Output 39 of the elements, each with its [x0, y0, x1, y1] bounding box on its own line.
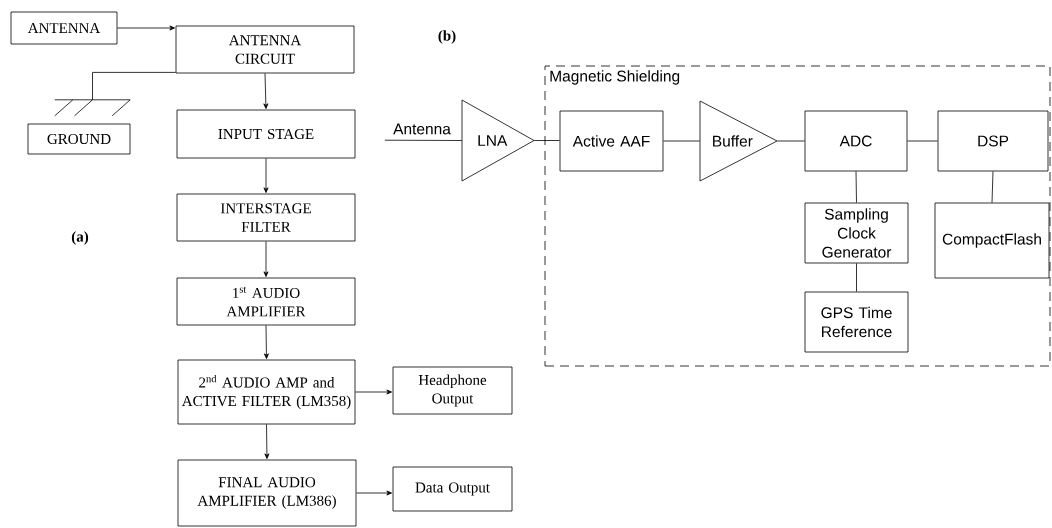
- connector-line: [855, 171, 857, 203]
- process-box: Sampling Clock Generator: [804, 202, 909, 264]
- process-box: 1$^{st}$ AUDIO AMPLIFIER: [176, 277, 356, 326]
- panel-label: (a): [71, 231, 89, 245]
- process-box: INTERSTAGE FILTER: [176, 193, 356, 242]
- process-box: ANTENNA CIRCUIT: [175, 25, 355, 74]
- process-box: GROUND: [27, 123, 131, 155]
- arrow: [264, 424, 270, 459]
- arrow: [355, 389, 392, 395]
- connector-line: [92, 72, 176, 101]
- arrow: [117, 25, 175, 31]
- connector-line: [991, 171, 994, 203]
- arrow: [263, 325, 269, 359]
- arrow: [263, 73, 269, 109]
- panel-label: (b): [438, 30, 456, 44]
- output-box: Headphone Output: [392, 366, 513, 415]
- process-box: 2$^{nd}$ AUDIO AMP and ACTIVE FILTER (LM358): [177, 359, 356, 425]
- arrow: [263, 241, 269, 277]
- connector-line: [533, 140, 560, 141]
- process-box: CompactFlash: [934, 202, 1050, 279]
- connector-line: [856, 263, 857, 292]
- connector-line: [776, 140, 805, 142]
- arrow: [263, 158, 269, 193]
- process-box: GPS Time Reference: [804, 291, 909, 353]
- arrow: [356, 490, 392, 496]
- process-box: ADC: [804, 110, 908, 172]
- process-box: ANTENNA: [10, 11, 118, 45]
- process-box: FINAL AUDIO AMPLIFIER (LM386): [177, 459, 357, 527]
- process-box: INPUT STAGE: [176, 109, 356, 159]
- input-label: Antenna: [393, 123, 451, 135]
- amplifier-triangle: LNA: [461, 99, 535, 182]
- process-box: Active AAF: [559, 110, 664, 172]
- process-box: DSP: [937, 110, 1049, 172]
- output-box: Data Output: [392, 466, 513, 512]
- connector-line: [663, 140, 701, 142]
- ground-symbol: [54, 99, 131, 117]
- connector-line: [907, 140, 938, 142]
- buffer-triangle: Buffer: [699, 100, 778, 182]
- connector-line: [384, 139, 463, 141]
